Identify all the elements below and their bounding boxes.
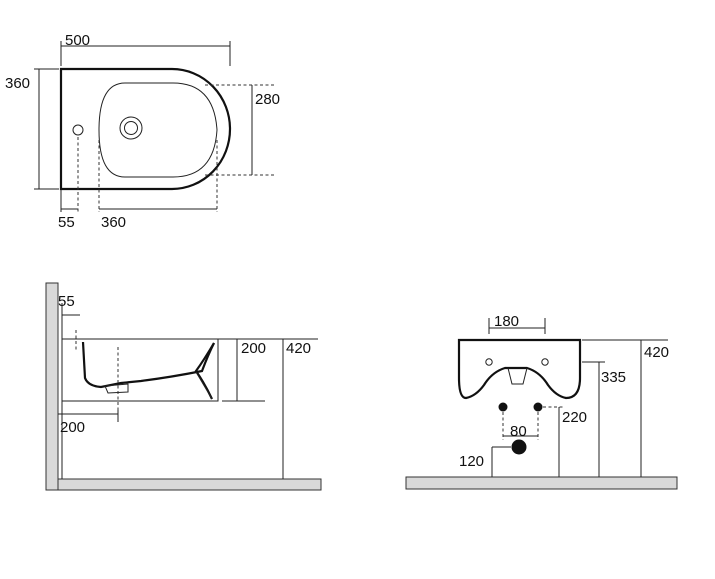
drain-outer-ring [119,116,143,140]
dim-hole-offset-label: 55 [58,214,75,231]
back-dim-bolt-height: 220 [543,406,587,477]
side-floor [57,478,322,491]
back-view-body [457,338,582,400]
back-dim-drain-height: 120 [459,446,511,477]
dim-depth: 360 [5,68,59,190]
back-dim-mount-height: 420 [582,339,669,477]
dim-bowl-width: 280 [205,84,280,176]
pipe-dot-right [533,402,543,412]
side-dim-height: 200 [222,338,266,402]
pipe-dot-left [498,402,508,412]
dim-hole-offset: 55 [58,137,79,231]
side-dim-height-label: 200 [241,340,266,357]
side-view-rim [194,342,215,400]
back-dim-pipe-spacing: 80 [502,412,539,440]
back-dim-bolt-height-label: 220 [562,409,587,426]
mount-hole-right [541,358,549,366]
tap-hole [72,124,84,136]
side-view-bowl [81,341,215,389]
side-dim-depth-offset-label: 200 [60,419,85,436]
dim-bowl-width-label: 280 [255,91,280,108]
side-view-body [62,338,219,402]
drain-inner-ring [124,121,138,135]
side-dim-mount-height-label: 420 [286,340,311,357]
dim-length: 500 [60,32,231,66]
back-dim-bolt-spacing: 180 [488,313,546,334]
top-view-bowl [98,82,218,178]
side-dim-hole-offset-label: 55 [58,293,75,310]
back-floor [405,476,678,490]
side-view-drain [104,383,129,394]
side-wall [45,282,59,491]
back-dim-pipe-spacing-label: 80 [510,423,527,440]
back-dim-bolt-spacing-label: 180 [494,313,519,330]
mount-hole-left [485,358,493,366]
side-dim-depth-offset: 200 [58,410,119,436]
side-view: 55 200 420 200 [45,282,322,491]
dim-depth-label: 360 [5,75,30,92]
back-dim-hole-height: 335 [582,361,626,477]
side-dim-hole-offset: 55 [58,293,80,350]
dim-bowl-length: 360 [98,140,218,231]
back-view-outlet [507,367,528,385]
back-dim-hole-height-label: 335 [601,369,626,386]
side-dim-mount-height: 420 [218,338,318,479]
top-view-outline [59,67,232,191]
drain-pipe [511,439,527,455]
back-view: 180 420 335 220 80 [405,313,678,490]
top-view: 500 360 280 55 360 [5,32,280,231]
dim-length-label: 500 [65,32,90,49]
dim-bowl-length-label: 360 [101,214,126,231]
back-dim-drain-height-label: 120 [459,453,484,470]
back-dim-mount-height-label: 420 [644,344,669,361]
